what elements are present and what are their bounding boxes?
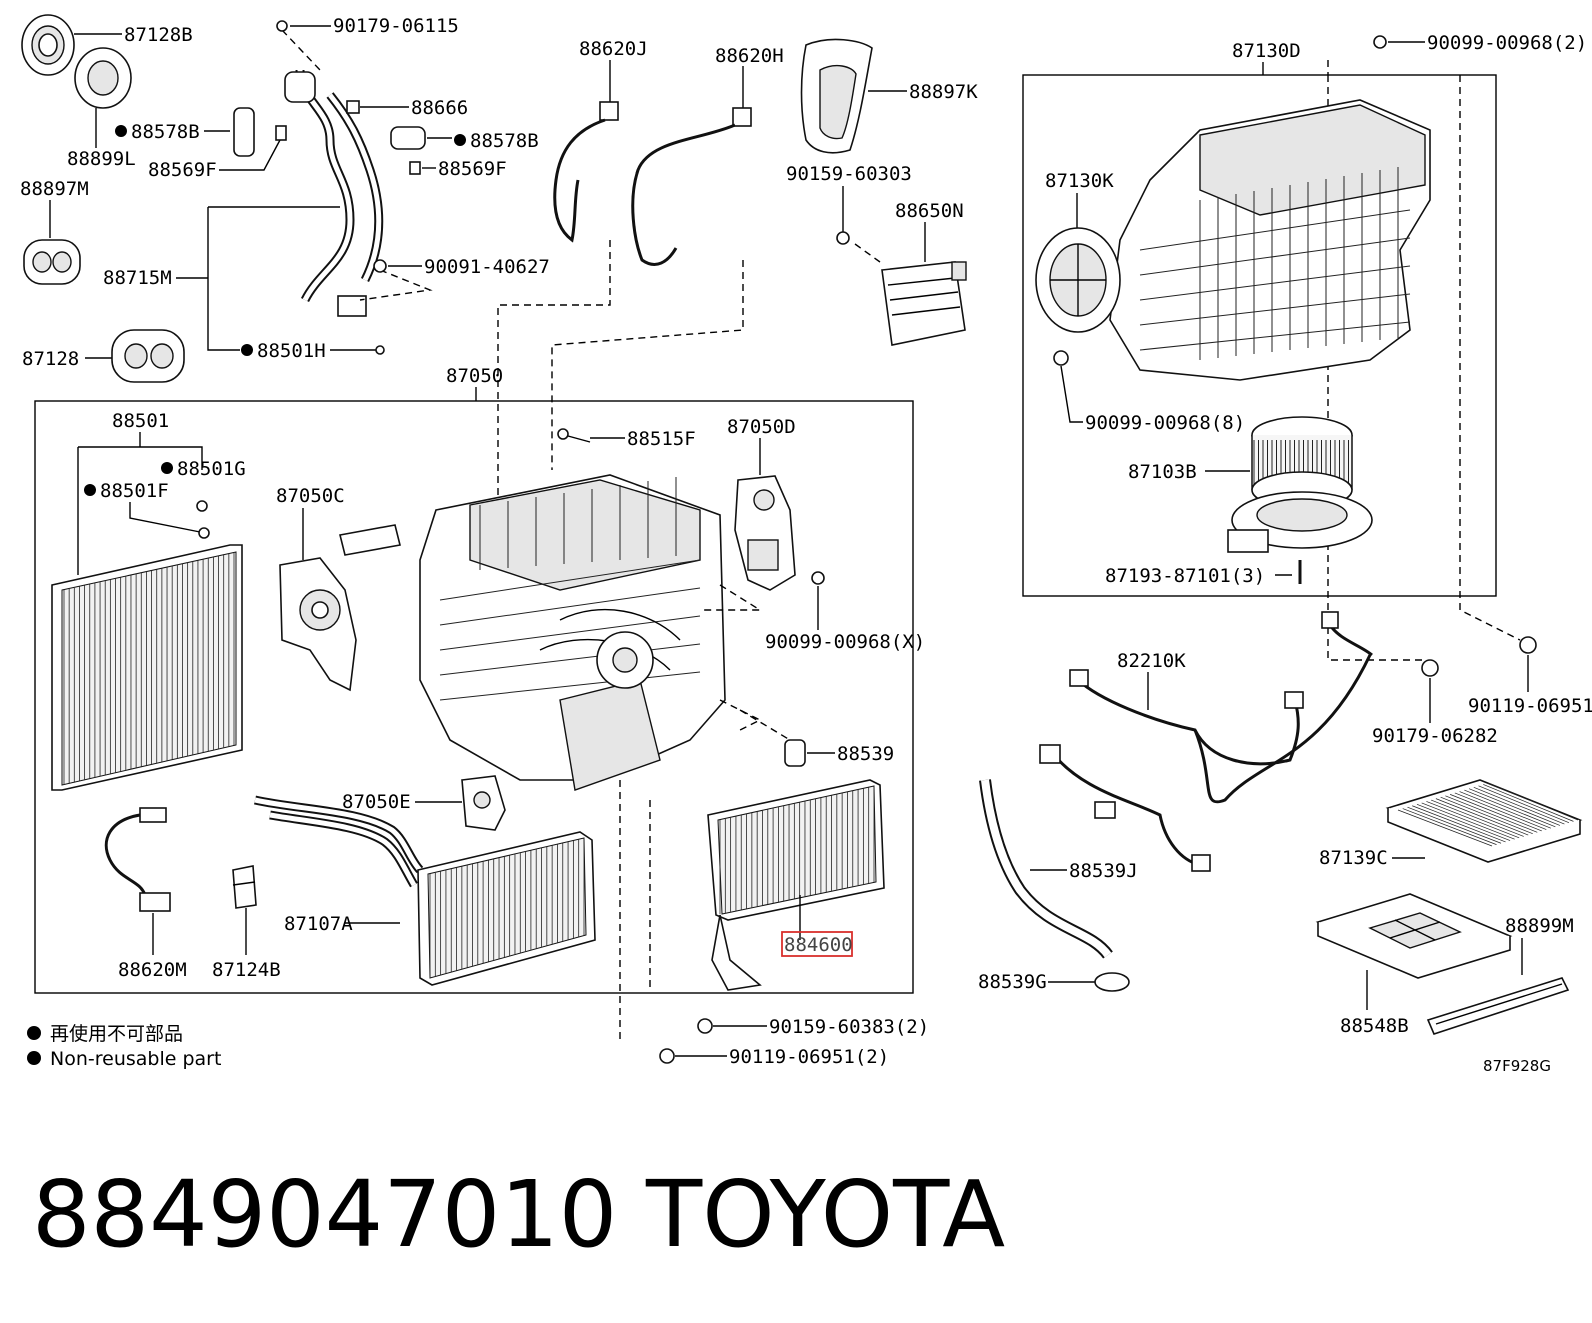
grommet-88897K bbox=[800, 38, 873, 154]
label-88501: 88501 bbox=[112, 410, 169, 432]
highlight-box bbox=[781, 931, 853, 957]
sensor-88620J bbox=[553, 101, 619, 243]
actuator-87050D bbox=[734, 475, 796, 591]
label-88666: 88666 bbox=[411, 97, 468, 119]
clip-88539 bbox=[784, 739, 806, 767]
label-90119-06951: 90119-06951 bbox=[1468, 695, 1592, 717]
label-90091-40627: 90091-40627 bbox=[424, 256, 550, 278]
heater-core-87107A bbox=[254, 795, 596, 986]
evaporator-88501 bbox=[51, 544, 243, 791]
label-88548B: 88548B bbox=[1340, 1015, 1409, 1037]
blower-motor-87103B bbox=[1227, 416, 1373, 553]
non-reusable-dot bbox=[241, 344, 253, 356]
label-88897M: 88897M bbox=[20, 178, 89, 200]
module-88650N bbox=[881, 261, 967, 346]
actuator-87050E bbox=[461, 775, 506, 831]
grommet-88539G bbox=[1094, 972, 1130, 992]
label-90159-60383: 90159-60383(2) bbox=[769, 1016, 929, 1038]
label-87193-87101: 87193-87101(3) bbox=[1105, 565, 1265, 587]
label-88501F: 88501F bbox=[100, 480, 169, 502]
assembly-box-87130D bbox=[1022, 74, 1497, 597]
label-90099-00968X: 90099-00968(X) bbox=[765, 631, 925, 653]
label-88899L: 88899L bbox=[67, 148, 136, 170]
label-90099-00968-2: 90099-00968(2) bbox=[1427, 32, 1587, 54]
label-88650N: 88650N bbox=[895, 200, 964, 222]
label-88501G: 88501G bbox=[177, 458, 246, 480]
label-87128B: 87128B bbox=[124, 24, 193, 46]
actuator-87050C bbox=[279, 557, 357, 692]
sensor-88620H bbox=[631, 107, 752, 266]
drain-hose-88539J bbox=[979, 779, 1113, 959]
label-87124B: 87124B bbox=[212, 959, 281, 981]
assembly-box-87050 bbox=[34, 400, 914, 994]
seal-87128B bbox=[21, 14, 75, 76]
label-87050C: 87050C bbox=[276, 485, 345, 507]
label-87050E: 87050E bbox=[342, 791, 411, 813]
label-88620J: 88620J bbox=[579, 38, 648, 60]
label-88897K: 88897K bbox=[909, 81, 978, 103]
label-87050D: 87050D bbox=[727, 416, 796, 438]
non-reusable-dot bbox=[161, 462, 173, 474]
legend-dot-2 bbox=[27, 1051, 41, 1065]
refrigerant-pipes-88715M bbox=[284, 69, 384, 317]
label-88539: 88539 bbox=[837, 743, 894, 765]
label-90099-00968-8: 90099-00968(8) bbox=[1085, 412, 1245, 434]
o-ring-88578B bbox=[233, 107, 255, 157]
label-88578B-right: 88578B bbox=[470, 130, 539, 152]
label-87139C: 87139C bbox=[1319, 847, 1388, 869]
label-88899M: 88899M bbox=[1505, 915, 1574, 937]
grommet-87128 bbox=[111, 329, 185, 383]
non-reusable-dot bbox=[454, 134, 466, 146]
legend-line-2: Non-reusable part bbox=[50, 1048, 221, 1070]
footer-brand: TOYOTA bbox=[645, 1161, 1005, 1268]
sensor-88620M bbox=[104, 807, 171, 912]
legend-line-1: 再使用不可部品 bbox=[50, 1023, 183, 1045]
sub-heater-88460 bbox=[707, 779, 885, 991]
grommet-88897M bbox=[23, 239, 81, 285]
filter-tray-88548B bbox=[1315, 893, 1513, 979]
cover-88899M bbox=[1426, 977, 1570, 1035]
label-90179-06282: 90179-06282 bbox=[1372, 725, 1498, 747]
label-88539J: 88539J bbox=[1069, 860, 1138, 882]
label-88620H: 88620H bbox=[715, 45, 784, 67]
wire-harness-82210K bbox=[1039, 611, 1373, 872]
footer-part-number: 8849047010 bbox=[32, 1161, 617, 1268]
label-88569F-left: 88569F bbox=[148, 159, 217, 181]
legend-dot-1 bbox=[27, 1026, 41, 1040]
label-87050: 87050 bbox=[446, 365, 503, 387]
label-87103B: 87103B bbox=[1128, 461, 1197, 483]
label-90179-06115: 90179-06115 bbox=[333, 15, 459, 37]
label-90119-06951-2: 90119-06951(2) bbox=[729, 1046, 889, 1068]
label-90159-60303: 90159-60303 bbox=[786, 163, 912, 185]
clip-88569F bbox=[275, 125, 287, 141]
label-88569F-right: 88569F bbox=[438, 158, 507, 180]
label-87130D: 87130D bbox=[1232, 40, 1301, 62]
grommet-88899L bbox=[74, 47, 132, 109]
label-88578B-left: 88578B bbox=[131, 121, 200, 143]
label-88715M: 88715M bbox=[103, 267, 172, 289]
non-reusable-dot bbox=[115, 125, 127, 137]
blower-housing-87130D bbox=[1109, 99, 1431, 381]
non-reusable-dot bbox=[84, 484, 96, 496]
label-88539G: 88539G bbox=[978, 971, 1047, 993]
diagram-code: 87F928G bbox=[1483, 1057, 1551, 1075]
label-88515F: 88515F bbox=[627, 428, 696, 450]
label-88460-highlighted[interactable]: 884600 bbox=[784, 934, 853, 956]
label-88620M: 88620M bbox=[118, 959, 187, 981]
label-87107A: 87107A bbox=[284, 913, 353, 935]
hvac-housing-87050 bbox=[339, 474, 726, 791]
label-88501H: 88501H bbox=[257, 340, 326, 362]
fan-cover-87130K bbox=[1035, 227, 1121, 333]
clip-87124B bbox=[232, 865, 257, 909]
label-87130K: 87130K bbox=[1045, 170, 1114, 192]
cabin-filter-87139C bbox=[1385, 779, 1583, 863]
label-87128: 87128 bbox=[22, 348, 79, 370]
label-82210K: 82210K bbox=[1117, 650, 1186, 672]
